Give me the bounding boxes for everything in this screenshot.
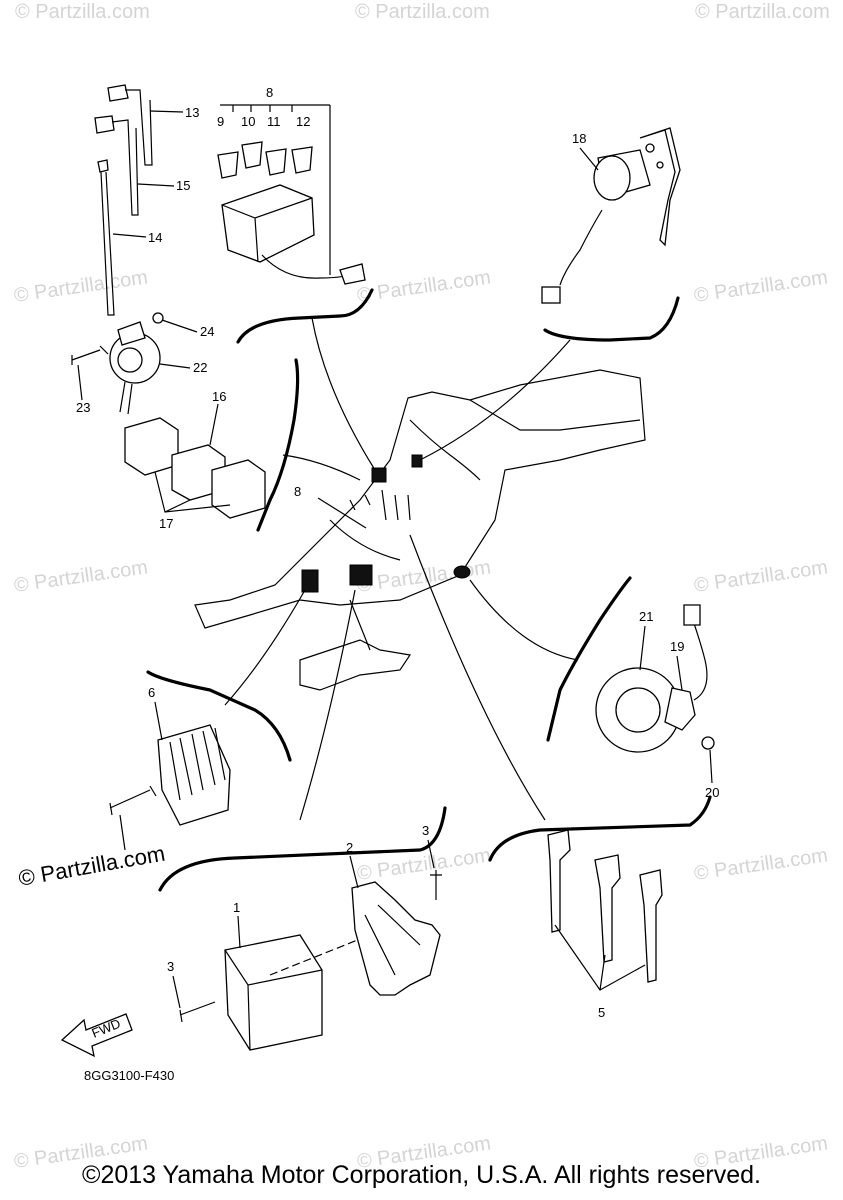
watermark: © Partzilla.com (356, 266, 493, 307)
callout-14: 14 (148, 230, 162, 245)
rectifier-regulator (109, 724, 231, 851)
callout-16: 16 (212, 389, 226, 404)
copyright-notice: ©2013 Yamaha Motor Corporation, U.S.A. A… (82, 1161, 761, 1189)
spark-plug-caps (547, 829, 663, 991)
callout-8b: 8 (294, 484, 301, 499)
harness-connector (371, 467, 387, 483)
watermark: © Partzilla.com (13, 266, 150, 307)
harness-connector (453, 565, 471, 579)
callout-13: 13 (185, 105, 199, 120)
callout-9: 9 (217, 114, 224, 129)
watermark: © Partzilla.com (693, 266, 830, 307)
watermark: © Partzilla.com (695, 1, 830, 23)
callout-19: 19 (670, 639, 684, 654)
callout-1: 1 (233, 900, 240, 915)
leader-lines (224, 317, 579, 821)
snowmobile-outline (194, 369, 646, 691)
callout-5: 5 (598, 1005, 605, 1020)
relays (124, 417, 266, 519)
cable-ties (94, 84, 153, 316)
watermarks: © Partzilla.com © Partzilla.com © Partzi… (13, 1, 830, 1173)
callout-2: 2 (346, 840, 353, 855)
watermark-main: © Partzilla.com (17, 841, 167, 891)
callout-3: 3 (167, 959, 174, 974)
watermark: © Partzilla.com (356, 556, 493, 597)
fuse-box (217, 104, 366, 285)
diagram-code: 8GG3100-F430 (84, 1068, 174, 1083)
watermark: © Partzilla.com (13, 556, 150, 597)
harness-connector (301, 569, 319, 593)
watermark: © Partzilla.com (15, 1, 150, 23)
callout-20: 20 (705, 785, 719, 800)
group-brackets (146, 288, 712, 892)
callout-6: 6 (148, 685, 155, 700)
callout-8: 8 (266, 85, 273, 100)
callout-15: 15 (176, 178, 190, 193)
callout-22: 22 (193, 360, 207, 375)
callout-4: 3 (422, 823, 429, 838)
harness-connector (411, 454, 423, 468)
watermark: © Partzilla.com (355, 1, 490, 23)
watermark: © Partzilla.com (693, 844, 830, 885)
watermark: © Partzilla.com (693, 556, 830, 597)
callout-21: 21 (639, 609, 653, 624)
callout-11: 11 (267, 114, 281, 129)
callouts: 13 15 14 8 9 10 11 12 18 24 22 23 16 17 … (76, 85, 719, 1020)
callout-17: 17 (159, 516, 173, 531)
callout-10: 10 (241, 114, 255, 129)
callout-23: 23 (76, 400, 90, 415)
main-switch (541, 127, 681, 304)
callout-24: 24 (200, 324, 214, 339)
callout-12: 12 (296, 114, 310, 129)
cdi-unit (179, 870, 442, 1051)
callout-18: 18 (572, 131, 586, 146)
horn (71, 312, 164, 415)
fwd-arrow: FWD (60, 1013, 133, 1058)
speed-sensor (595, 604, 715, 753)
harness-connector (349, 564, 373, 586)
